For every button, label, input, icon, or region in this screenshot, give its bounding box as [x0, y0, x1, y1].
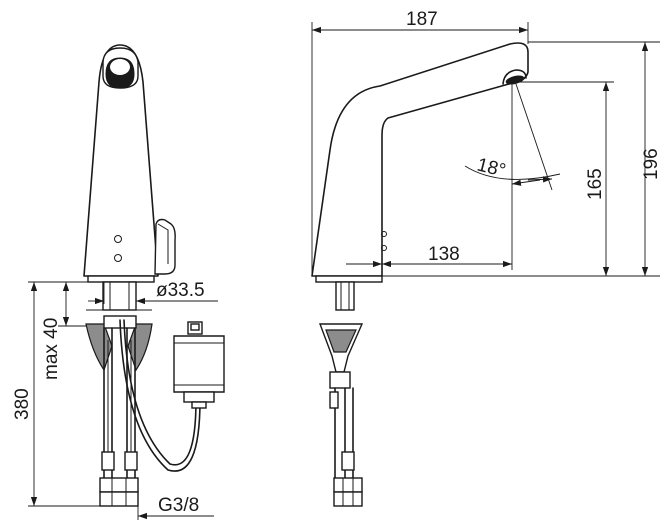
side-shank: [335, 281, 355, 311]
sensor-cable: [119, 319, 201, 472]
label-hose-length: 380: [12, 388, 33, 420]
side-view: [311, 42, 529, 507]
label-mounting-thickness: max 40: [41, 318, 62, 380]
label-reach: 138: [428, 244, 460, 265]
front-hole-upper: [114, 235, 122, 243]
sensor-cable-inner: [123, 319, 197, 466]
front-hole-lower: [114, 254, 122, 262]
control-box: [173, 335, 225, 393]
side-lever-detail: [157, 223, 169, 264]
mounting-shank: [102, 281, 137, 311]
aerator-icon: [505, 75, 525, 85]
crimp-left: [101, 451, 115, 471]
label-spray-angle: 18°: [475, 154, 508, 181]
spout-outlet: [502, 69, 527, 85]
clamp-right: [127, 323, 153, 372]
side-faucet-body: [311, 42, 529, 277]
side-hex-nut-lower: [333, 491, 363, 507]
label-connection-thread: G3/8: [158, 495, 199, 516]
label-total-height: 196: [641, 148, 662, 180]
side-lever: [154, 218, 176, 275]
side-cable-plug: [329, 391, 339, 409]
label-base-diameter: ø33.5: [156, 280, 205, 301]
hex-nut-lower: [99, 491, 139, 507]
label-outlet-height: 165: [585, 168, 606, 200]
front-view: [83, 44, 225, 507]
side-hex-nut-upper: [333, 477, 363, 493]
sensor-lens: [110, 59, 130, 75]
front-faucet-body: [83, 44, 159, 277]
spray-angle-line: [515, 83, 553, 191]
crimp-right: [124, 451, 138, 471]
side-base-ring: [315, 275, 383, 283]
side-dimensions: 187 196 165 138 18°: [311, 9, 662, 277]
front-base-ring: [87, 275, 155, 283]
hex-nut-upper: [99, 477, 139, 493]
front-dimensions: ø33.5 max 40 380 G3/8: [12, 280, 218, 520]
clamp-left: [85, 323, 113, 372]
label-overall-length: 187: [406, 9, 438, 30]
control-box-foot: [183, 391, 215, 403]
